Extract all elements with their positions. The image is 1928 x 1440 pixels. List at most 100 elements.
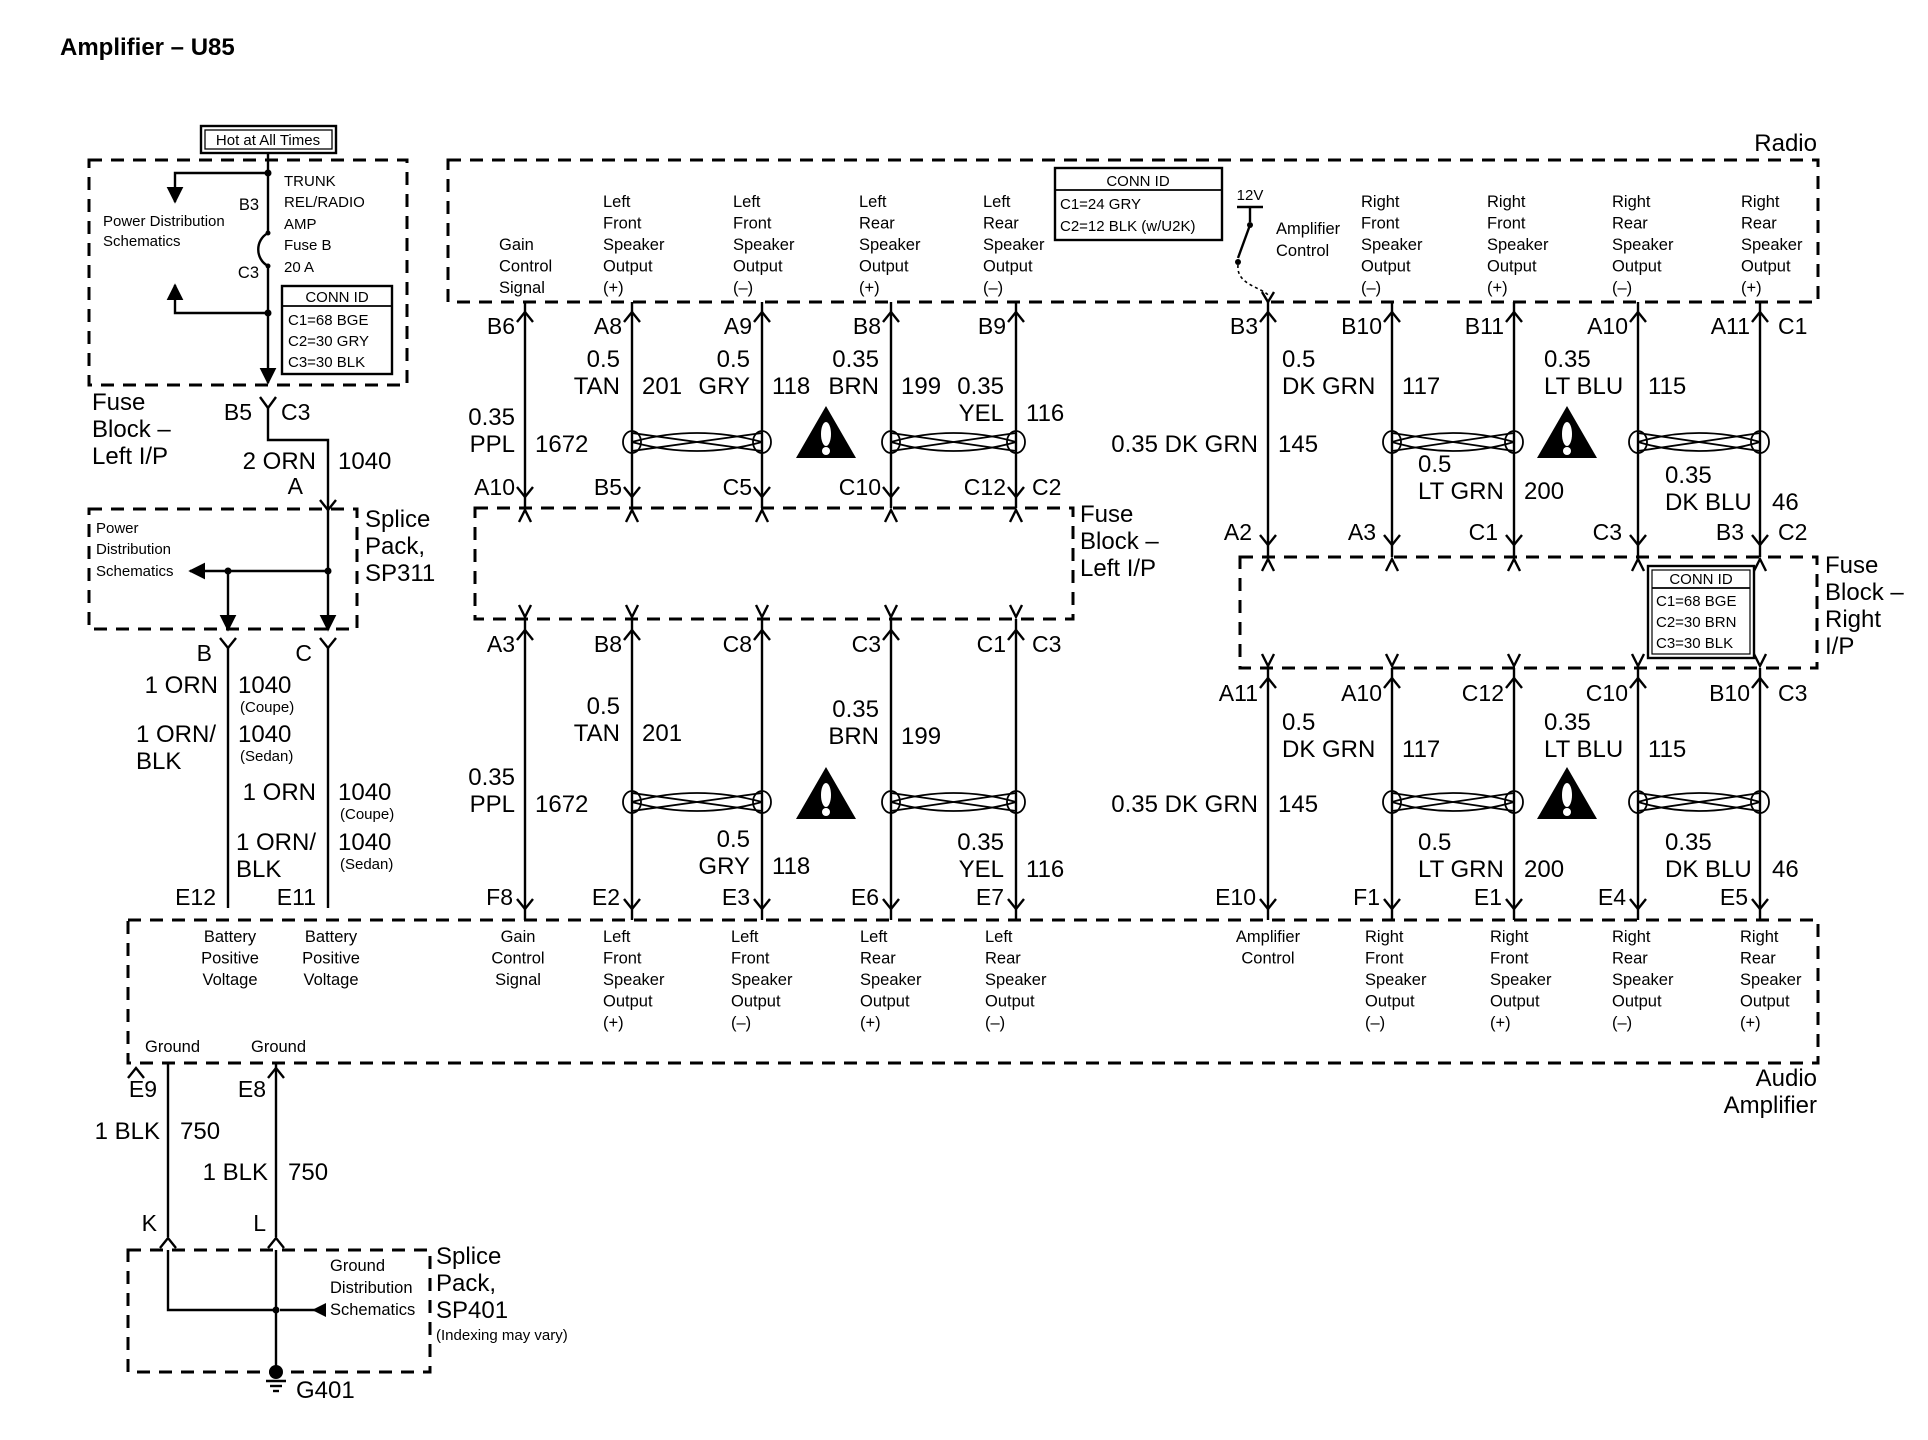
amp-pin-e9: E9 — [129, 1076, 157, 1102]
fuse-right-ip-name-4: I/P — [1825, 633, 1854, 660]
fuse-pin-c3-out: C3 — [281, 399, 310, 425]
amp-pin-7: E10 — [1215, 884, 1256, 910]
amp-label-7-0: Amplifier — [1236, 928, 1301, 946]
ground-circuit-1: 750 — [180, 1118, 220, 1145]
wire-label: 0.35 — [957, 373, 1004, 400]
wire-label: PPL — [470, 431, 515, 458]
connector-jog — [1629, 676, 1647, 689]
wire-label: 117 — [1402, 736, 1440, 763]
amp-pin-11: E5 — [1720, 884, 1748, 910]
radio-label-2-2: Speaker — [733, 236, 795, 254]
wire-label: 115 — [1648, 373, 1686, 400]
fuse-right-conn-id-box — [1646, 564, 1756, 660]
wire-label: 0.5 — [717, 346, 750, 373]
twisted-pair-rr-lower — [1628, 790, 1770, 814]
sp401-name-1: Splice — [436, 1243, 501, 1270]
battery-wire-2a: 1 ORN/ — [136, 721, 216, 748]
wire-label: BRN — [828, 723, 879, 750]
fuse-left-ip-name-1: Fuse — [1080, 501, 1133, 528]
amp-pin-0: E12 — [175, 884, 216, 910]
radio-pin-1: A8 — [594, 313, 622, 339]
radio-label-3-2: Speaker — [859, 236, 921, 254]
connector-jog — [1751, 898, 1769, 911]
radio-label-2-0: Left — [733, 193, 761, 211]
connector-jog — [753, 310, 771, 323]
wire-label: 0.5 — [1418, 829, 1451, 856]
twisted-pair-lr-upper — [881, 430, 1026, 454]
amp-label-8-0: Right — [1365, 928, 1404, 946]
amp-label-3-2: Speaker — [603, 971, 665, 989]
radio-label-2-3: Output — [733, 258, 783, 276]
fuse-right-top-pin-2: C1 — [1469, 519, 1498, 545]
connector-jog — [516, 628, 534, 641]
wire-label: TAN — [574, 720, 620, 747]
amp-label-2-1: Control — [491, 950, 544, 968]
wire-label: 0.35 DK GRN — [1111, 791, 1258, 818]
fuse-right-bottom-pin-4: B10 — [1709, 680, 1750, 706]
fuse-left-bottom-pin-2: C8 — [723, 631, 752, 657]
amp-pin-e8: E8 — [238, 1076, 266, 1102]
fuse-left-bottom-pin-5: C3 — [1032, 631, 1061, 657]
ground-pin-l: L — [253, 1210, 266, 1236]
radio-amp-control-1: Amplifier — [1276, 220, 1341, 238]
connector-arrow — [1260, 556, 1276, 572]
fuse-right-top-pin-3: C3 — [1593, 519, 1622, 545]
radio-label-0-2: Signal — [499, 279, 545, 297]
fuse-right-conn-line-2: C2=30 BRN — [1656, 614, 1736, 631]
wire-runs — [516, 291, 1770, 920]
wire-label: 118 — [772, 853, 810, 880]
fuse-left-bottom-pin-3: C3 — [852, 631, 881, 657]
wire-label: 0.35 DK GRN — [1111, 431, 1258, 458]
amp-label-6-0: Left — [985, 928, 1013, 946]
wire-label: 0.35 — [1665, 829, 1712, 856]
radio-label-4-1: Rear — [983, 215, 1019, 233]
wire-label: BRN — [828, 373, 879, 400]
connector-jog — [1259, 310, 1277, 323]
amp-label-6-1: Rear — [985, 950, 1021, 968]
fuse-right-top-pin-0: A2 — [1224, 519, 1252, 545]
radio-box — [446, 158, 1820, 304]
radio-pin-3: B8 — [853, 313, 881, 339]
connector-arrow — [1008, 507, 1024, 523]
radio-conn-c1: C1 — [1778, 313, 1807, 339]
connector-jog — [1505, 534, 1523, 547]
amp-label-2-2: Signal — [495, 971, 541, 989]
wire-label: 0.35 — [832, 346, 879, 373]
radio-label-0-0: Gain — [499, 236, 534, 254]
connector-arrow — [1630, 653, 1646, 669]
amp-label-8-2: Speaker — [1365, 971, 1427, 989]
amp-label-4-0: Left — [731, 928, 759, 946]
wire-label: 0.35 — [1665, 462, 1712, 489]
sp401-name-2: Pack, — [436, 1270, 496, 1297]
connector-jog — [1383, 310, 1401, 323]
sp401-ground-1: Ground — [330, 1257, 385, 1275]
radio-label-3-4: (+) — [859, 279, 880, 297]
fuse-block-name-3: Left I/P — [92, 443, 168, 470]
connector-arrow — [517, 507, 533, 523]
fuse-conn-id-title: CONN ID — [305, 289, 369, 306]
amp-label-5-2: Speaker — [860, 971, 922, 989]
battery-wire-4b: BLK — [236, 856, 281, 883]
amp-label-3-0: Left — [603, 928, 631, 946]
radio-label-6-3: Output — [1487, 258, 1537, 276]
connector-jog — [516, 486, 534, 499]
radio-label-2-4: (–) — [733, 279, 753, 297]
fuse-left-bottom-pin-4: C1 — [977, 631, 1006, 657]
amp-label-6-3: Output — [985, 993, 1035, 1011]
radio-label-6-4: (+) — [1487, 279, 1508, 297]
amp-label-10-0: Right — [1612, 928, 1651, 946]
wire-label: LT GRN — [1418, 856, 1504, 883]
sp401-ground-2: Distribution — [330, 1279, 413, 1297]
wire-label: LT GRN — [1418, 478, 1504, 505]
radio-label-7-0: Right — [1612, 193, 1651, 211]
amplifier-ground-1: Ground — [145, 1038, 200, 1056]
battery-note-3: (Coupe) — [340, 806, 394, 823]
radio-label-4-4: (–) — [983, 279, 1003, 297]
sp311-power-1: Power — [96, 520, 139, 537]
amplifier-ground-2: Ground — [251, 1038, 306, 1056]
connector-jog — [516, 898, 534, 911]
radio-pin-0: B6 — [487, 313, 515, 339]
connector-arrow — [1506, 653, 1522, 669]
